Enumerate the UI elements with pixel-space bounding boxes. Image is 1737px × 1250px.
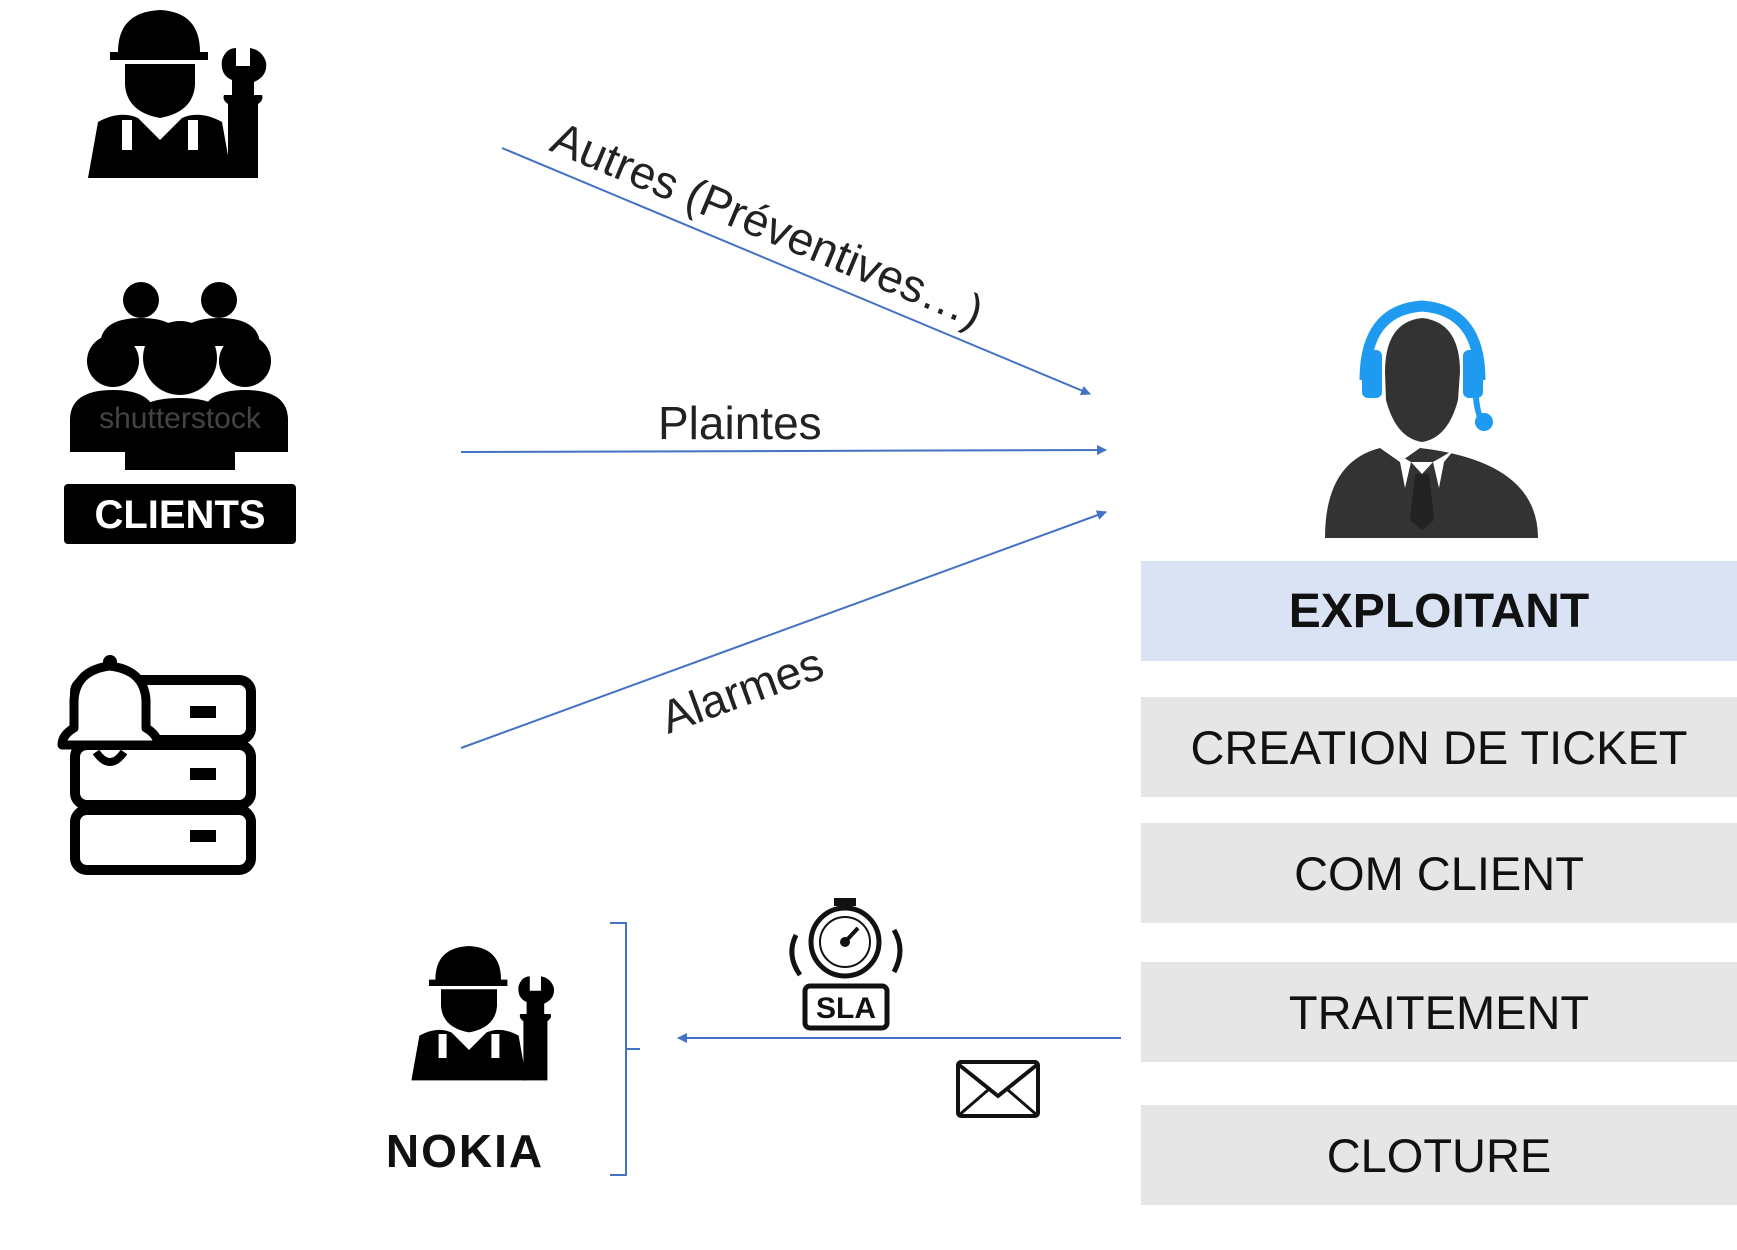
watermark-text: shutterstock [99, 402, 262, 435]
envelope-icon [956, 1060, 1040, 1118]
step-creation-ticket: CREATION DE TICKET [1141, 697, 1737, 797]
label-autres: Autres (Préventives…) [544, 111, 991, 338]
alarm-server-icon [57, 655, 256, 875]
clients-group-icon: shutterstock CLIENTS [64, 282, 296, 544]
step-cloture: CLOTURE [1141, 1105, 1737, 1205]
bracket [610, 922, 640, 1176]
nokia-technician-icon [411, 946, 554, 1081]
clients-badge-label: CLIENTS [94, 493, 265, 537]
exploitant-header: EXPLOITANT [1141, 561, 1737, 661]
sla-stopwatch-icon: SLA [789, 898, 903, 1031]
label-plaintes: Plaintes [658, 397, 822, 449]
step-traitement: TRAITEMENT [1141, 962, 1737, 1062]
technician-icon [88, 10, 267, 178]
nokia-logo: NOKIA [386, 1125, 544, 1177]
label-alarmes: Alarmes [654, 637, 830, 744]
arrow-autres [501, 147, 1091, 396]
arrow-plaintes [460, 445, 1107, 456]
step-com-client: COM CLIENT [1141, 823, 1737, 923]
operator-headset-icon [1325, 300, 1538, 538]
sla-label: SLA [816, 992, 876, 1025]
arrow-alarmes [460, 510, 1107, 749]
